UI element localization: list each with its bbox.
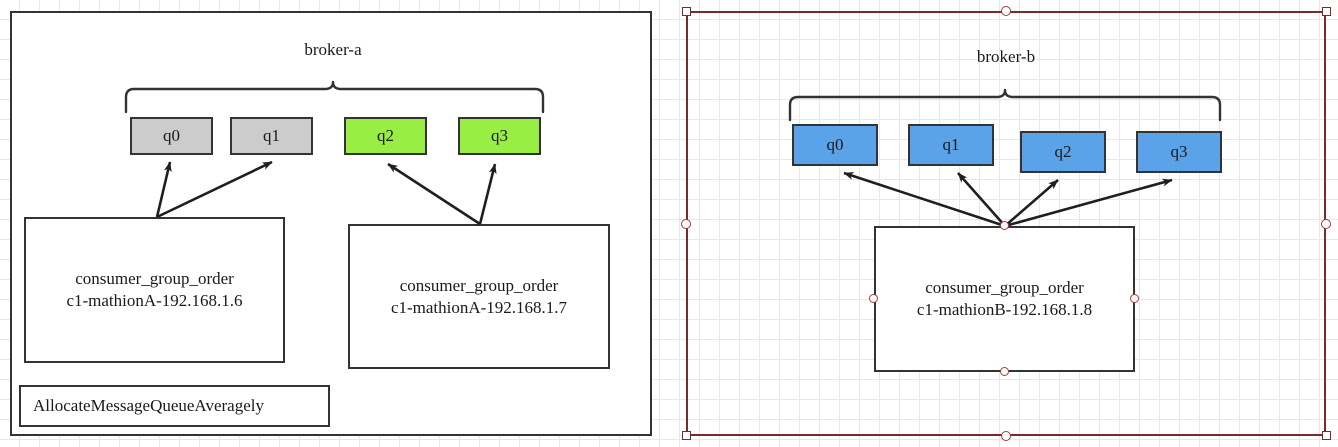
queue-box-a-q2[interactable]: q2 [344,117,427,155]
queue-label: q0 [163,126,180,146]
arrow-a1-to-q0 [155,161,172,218]
arrow-a2-to-q3 [478,163,497,225]
selection-handle-middle-left[interactable] [681,219,691,229]
queue-label: q0 [826,135,844,155]
selection-handle-middle-right[interactable] [1321,219,1331,229]
queue-box-b-q2[interactable]: q2 [1020,131,1106,173]
brace-broker-a [124,80,545,114]
selection-handle-bottom-center[interactable] [1001,431,1011,441]
arrow-b1-to-q1 [957,172,1006,227]
queue-box-b-q0[interactable]: q0 [792,124,878,166]
queue-box-a-q0[interactable]: q0 [130,117,213,155]
arrow-b1-to-q3 [1004,178,1173,228]
consumer-group-name: consumer_group_order [399,275,559,295]
consumer-group-box-a1[interactable]: consumer_group_order c1-mathionA-192.168… [24,217,285,363]
queue-label: q1 [942,135,960,155]
queue-label: q3 [491,126,508,146]
consumer-instance-id: c1-mathionA-192.168.1.6 [66,291,243,310]
queue-box-b-q3[interactable]: q3 [1136,131,1222,173]
consumer-group-name: consumer_group_order [75,269,234,289]
consumer-group-box-a2[interactable]: consumer_group_order c1-mathionA-192.168… [348,224,610,369]
queue-label: q2 [1054,142,1072,162]
connection-handle-left[interactable] [869,294,878,303]
selection-handle-top-right[interactable] [1322,7,1331,16]
selection-handle-top-left[interactable] [682,7,691,16]
allocate-strategy-label: AllocateMessageQueueAveragely [33,396,264,416]
selection-handle-top-center[interactable] [1001,6,1011,16]
consumer-instance-id: c1-mathionB-192.168.1.8 [916,300,1093,319]
queue-label: q1 [263,126,280,146]
queue-box-b-q1[interactable]: q1 [908,124,994,166]
queue-label: q3 [1170,142,1188,162]
connection-handle-bottom[interactable] [1000,367,1009,376]
consumer-group-box-b1[interactable]: consumer_group_order c1-mathionB-192.168… [874,226,1135,372]
consumer-instance-id: c1-mathionA-192.168.1.7 [390,297,568,317]
brace-broker-b [788,88,1222,122]
arrow-b1-to-q0 [843,171,1006,228]
queue-box-a-q1[interactable]: q1 [230,117,313,155]
connection-handle-top[interactable] [1000,221,1009,230]
consumer-group-name: consumer_group_order [925,278,1084,298]
queue-box-a-q3[interactable]: q3 [458,117,541,155]
selection-handle-bottom-right[interactable] [1322,431,1331,440]
selection-handle-bottom-left[interactable] [682,431,691,440]
queue-label: q2 [377,126,394,146]
arrow-b1-to-q2 [1004,179,1059,227]
connection-handle-right[interactable] [1130,294,1139,303]
arrow-a2-to-q2 [387,162,481,226]
broker-a-label: broker-a [304,40,362,60]
arrow-a1-to-q1 [156,160,273,219]
broker-b-label: broker-b [976,47,1036,67]
allocate-strategy-box[interactable]: AllocateMessageQueueAveragely [19,385,330,427]
